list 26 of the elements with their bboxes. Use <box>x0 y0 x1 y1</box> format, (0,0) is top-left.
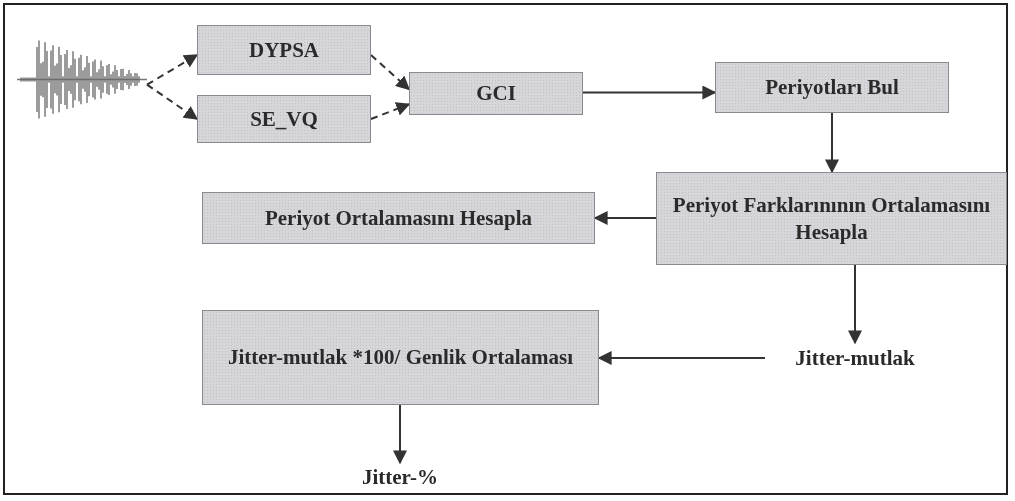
result-label: Jitter-% <box>361 463 439 491</box>
box-label: GCI <box>476 80 516 107</box>
process-box <box>202 192 595 244</box>
arrow <box>146 83 199 120</box>
arrow <box>593 211 657 225</box>
arrow <box>582 85 717 100</box>
process-box <box>715 62 949 113</box>
arrow <box>370 54 411 91</box>
box-label: Periyot Farklarınının Ortalamasını Hesapla <box>671 192 992 245</box>
arrow <box>848 264 862 345</box>
process-box <box>202 310 599 405</box>
box-label: Jitter-mutlak *100/ Genlik Ortalaması <box>227 344 574 371</box>
process-box <box>409 72 583 115</box>
arrow <box>825 112 839 174</box>
process-box <box>197 25 371 75</box>
box-label: Periyotları Bul <box>765 74 899 101</box>
arrow <box>393 404 407 465</box>
process-box <box>656 172 1007 265</box>
box-label: SE_VQ <box>250 105 318 133</box>
box-label: Periyot Ortalamasını Hesapla <box>264 204 533 232</box>
box-label: DYPSA <box>249 36 319 64</box>
arrow <box>597 351 766 365</box>
process-box <box>197 95 371 143</box>
arrow <box>370 102 411 120</box>
result-label: Jitter-mutlak <box>795 344 915 372</box>
arrow <box>146 54 199 86</box>
